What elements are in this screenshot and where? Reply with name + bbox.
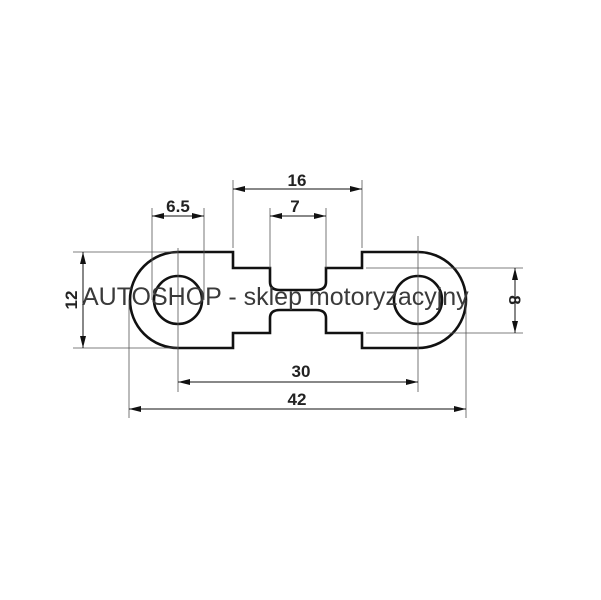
watermark-text: AUTOSHOP - sklep motoryzacyjny [82, 283, 469, 311]
dimension-lines [80, 186, 518, 412]
dim-hole-diameter: 6.5 [166, 197, 190, 216]
dim-inner-height: 8 [505, 295, 524, 304]
extension-lines [73, 180, 523, 418]
dim-overall-length: 42 [288, 390, 307, 409]
dim-height: 12 [62, 291, 81, 310]
dim-tab-width: 16 [288, 171, 307, 190]
dim-waist-width: 7 [290, 197, 299, 216]
dim-hole-spacing: 30 [292, 362, 311, 381]
